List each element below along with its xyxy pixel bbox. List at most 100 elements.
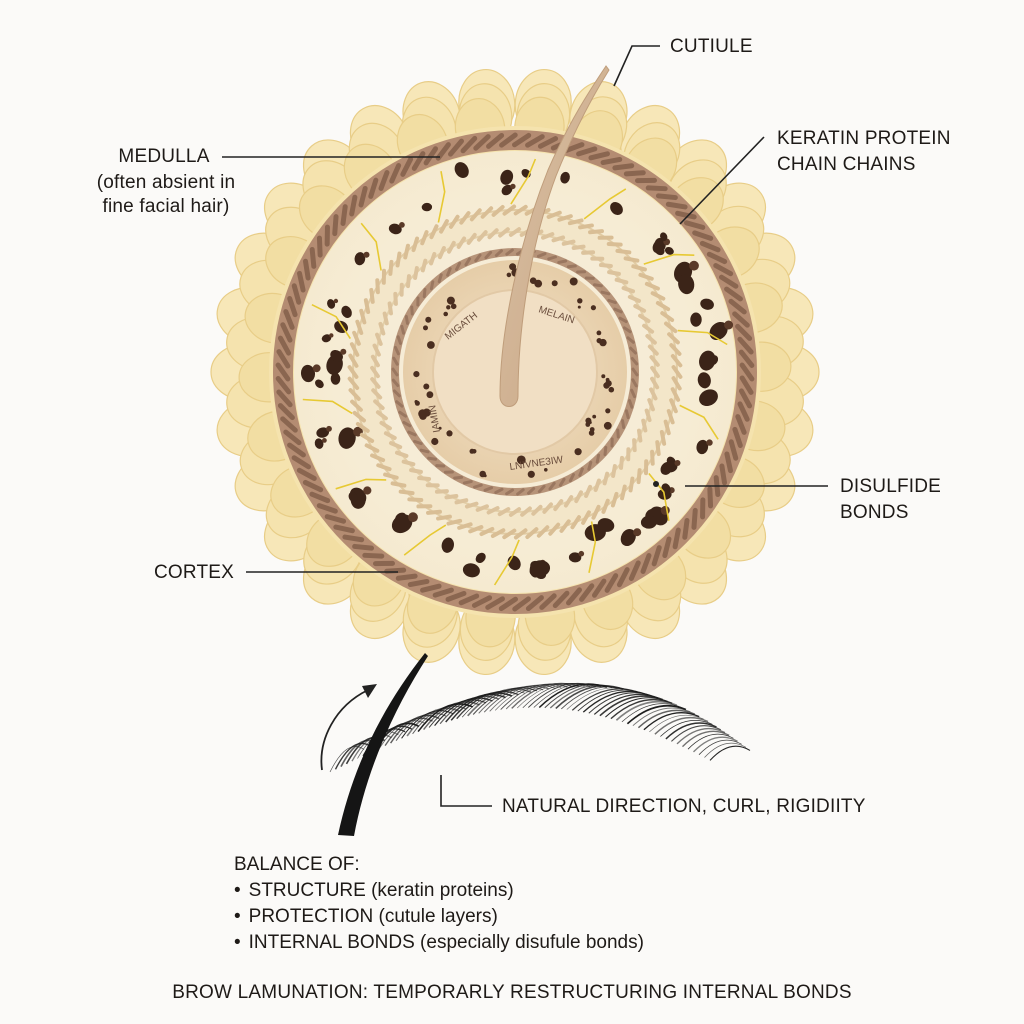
rope-twist: [407, 578, 430, 588]
rope-twist: [626, 336, 635, 344]
melanin-granule: [388, 223, 402, 235]
rope-twist: [552, 590, 570, 609]
rope-twist: [350, 399, 363, 412]
disulfide-bond: [360, 222, 382, 271]
rope-twist: [655, 193, 678, 201]
rope-twist: [738, 349, 755, 368]
rope-twist: [324, 224, 330, 247]
rope-twist: [454, 498, 469, 505]
medulla-granule: [605, 408, 611, 414]
rope-twist: [547, 255, 557, 261]
rope-twist: [491, 204, 505, 217]
rope-twist: [620, 484, 627, 501]
rope-twist: [416, 296, 420, 307]
rope-twist: [738, 388, 753, 409]
rope-twist: [400, 156, 414, 177]
melanin-granule: [354, 252, 366, 266]
balance-section: BALANCE OF: STRUCTURE (keratin proteins)…: [234, 852, 644, 956]
rope-twist: [291, 455, 312, 470]
rope-twist: [553, 499, 564, 512]
rope-twist: [724, 286, 743, 302]
medulla-granule: [516, 455, 526, 465]
direction-arrow-head-icon: [362, 684, 377, 698]
rope-twist: [422, 288, 427, 298]
melanin-granule: [578, 550, 585, 557]
melanin-granule: [689, 260, 699, 271]
medulla-granule: [577, 305, 581, 309]
rope-twist: [410, 305, 414, 316]
eyebrow-hair: [615, 700, 678, 721]
melanin-granule: [316, 427, 330, 438]
rope-twist: [611, 464, 617, 478]
melanin-granule: [330, 349, 343, 362]
rope-twist: [391, 378, 400, 387]
rope-twist: [383, 472, 399, 480]
melanin-granule: [341, 305, 352, 318]
rope-twist: [287, 442, 306, 458]
medulla-granule: [450, 303, 457, 310]
keratin-leader: [679, 136, 765, 225]
rope-twist: [316, 503, 338, 514]
rope-twist: [647, 398, 655, 412]
melanin-granule: [454, 162, 469, 179]
rope-twist: [375, 410, 388, 421]
eyebrow-hair: [649, 714, 704, 733]
rope-twist: [665, 201, 688, 210]
rope-twist: [584, 484, 593, 498]
melanin-granule: [391, 514, 413, 534]
disulfide-bond: [677, 329, 728, 346]
eyebrow-hair: [472, 687, 538, 715]
eyebrow-hair: [637, 709, 696, 729]
melanin-granule: [327, 299, 336, 309]
rope-twist: [401, 459, 416, 467]
rope-twist: [567, 218, 584, 226]
rope-twist: [416, 504, 433, 509]
eyebrow-hair: [412, 705, 467, 735]
rope-twist: [359, 432, 375, 443]
rope-twist: [607, 270, 621, 276]
rope-twist: [615, 248, 632, 255]
rope-twist: [435, 142, 451, 161]
medulla-granule: [544, 468, 548, 472]
rope-twist: [324, 514, 347, 524]
eyebrow-hair: [698, 739, 742, 755]
rope-twist: [375, 332, 383, 346]
rope-twist: [631, 367, 639, 377]
direction-arrow: [320, 689, 369, 771]
leader-lines: [222, 45, 828, 807]
rope-twist: [460, 135, 478, 154]
rope-twist: [411, 236, 420, 253]
rope-twist: [352, 543, 375, 551]
rope-twist: [700, 497, 706, 520]
rope-twist: [423, 146, 439, 166]
rope-twist: [588, 151, 610, 161]
rope-twist: [486, 132, 505, 149]
medulla-granule: [527, 470, 535, 478]
medulla-granule: [414, 400, 420, 406]
rope-twist: [584, 276, 595, 280]
rope-twist: [669, 398, 678, 414]
melanin-granule: [664, 461, 678, 473]
rope-twist: [536, 252, 547, 258]
rope-twist: [332, 214, 339, 237]
rope-twist: [548, 522, 561, 536]
rope-twist: [471, 595, 493, 608]
medulla-label: MEDULLA: [118, 146, 210, 167]
rope-twist: [398, 410, 408, 418]
rope-twist: [659, 430, 667, 446]
rope-twist: [590, 256, 605, 261]
rope-twist: [499, 132, 518, 148]
rope-twist: [644, 281, 660, 291]
rope-twist: [474, 253, 482, 263]
rope-twist: [413, 266, 419, 280]
rope-twist: [645, 333, 657, 345]
rope-twist: [520, 506, 532, 517]
rope-twist: [636, 468, 642, 485]
natural-direction-leader: [440, 775, 492, 807]
rope-twist: [409, 468, 423, 474]
balance-title: BALANCE OF:: [234, 854, 360, 875]
rope-twist: [277, 403, 295, 421]
balance-item-note: (cutule layers): [378, 906, 498, 927]
eyebrow-hair: [687, 733, 734, 750]
rope-twist: [563, 142, 585, 154]
